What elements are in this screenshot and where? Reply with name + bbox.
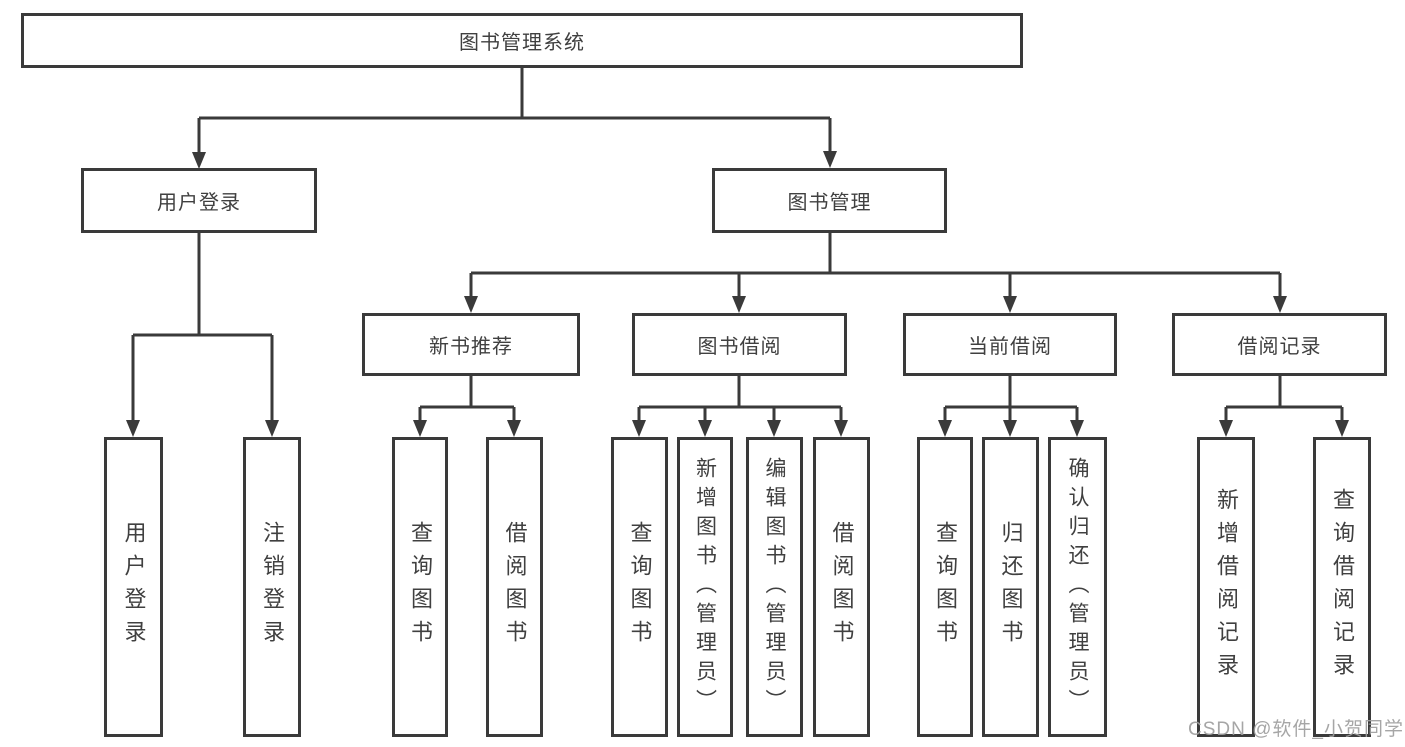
- node-book-borrowing: 图书借阅: [632, 313, 847, 376]
- node-borrowing-records: 借阅记录: [1172, 313, 1387, 376]
- leaf-borrow-books-2-label: 借阅图书: [829, 521, 855, 653]
- leaf-confirm-return-admin-label: 确认归还（管理员）: [1066, 456, 1089, 718]
- node-book-management: 图书管理: [712, 168, 947, 233]
- leaf-borrow-books-1: 借阅图书: [486, 437, 543, 737]
- leaf-edit-books-admin: 编辑图书（管理员）: [746, 437, 803, 737]
- leaf-query-books-2: 查询图书: [611, 437, 668, 737]
- node-new-book-recommend-label: 新书推荐: [429, 336, 513, 358]
- leaf-user-login: 用户登录: [104, 437, 163, 737]
- node-current-borrowing: 当前借阅: [903, 313, 1117, 376]
- leaf-return-books-label: 归还图书: [998, 521, 1024, 653]
- leaf-confirm-return-admin: 确认归还（管理员）: [1048, 437, 1107, 737]
- leaf-query-borrow-record: 查询借阅记录: [1313, 437, 1371, 737]
- leaf-add-borrow-record-label: 新增借阅记录: [1214, 488, 1239, 686]
- node-borrowing-records-label: 借阅记录: [1237, 336, 1322, 358]
- node-book-borrowing-label: 图书借阅: [697, 336, 782, 358]
- node-user-login: 用户登录: [81, 168, 317, 233]
- node-book-management-label: 图书管理: [787, 192, 872, 214]
- leaf-borrow-books-2: 借阅图书: [813, 437, 870, 737]
- arrowheads: [126, 151, 1349, 437]
- csdn-watermark: CSDN @软件_小贺同学: [1188, 719, 1404, 740]
- node-current-borrowing-label: 当前借阅: [968, 336, 1052, 358]
- node-root-label: 图书管理系统: [459, 32, 585, 54]
- leaf-logout-label: 注销登录: [260, 521, 285, 653]
- leaf-query-books-1-label: 查询图书: [408, 521, 433, 653]
- leaf-return-books: 归还图书: [982, 437, 1039, 737]
- leaf-add-books-admin-label: 新增图书（管理员）: [693, 456, 717, 718]
- node-user-login-label: 用户登录: [157, 192, 241, 214]
- leaf-query-books-3: 查询图书: [917, 437, 973, 737]
- leaf-user-login-label: 用户登录: [121, 521, 147, 653]
- node-new-book-recommend: 新书推荐: [362, 313, 580, 376]
- leaf-query-borrow-record-label: 查询借阅记录: [1330, 488, 1355, 686]
- leaf-borrow-books-1-label: 借阅图书: [502, 521, 528, 653]
- leaf-edit-books-admin-label: 编辑图书（管理员）: [763, 456, 786, 718]
- leaf-query-books-2-label: 查询图书: [627, 521, 653, 653]
- tree-edges: [131, 68, 1344, 422]
- leaf-logout: 注销登录: [243, 437, 301, 737]
- node-root: 图书管理系统: [21, 13, 1023, 68]
- leaf-add-borrow-record: 新增借阅记录: [1197, 437, 1255, 737]
- leaf-query-books-3-label: 查询图书: [933, 521, 958, 653]
- leaf-query-books-1: 查询图书: [392, 437, 448, 737]
- leaf-add-books-admin: 新增图书（管理员）: [677, 437, 733, 737]
